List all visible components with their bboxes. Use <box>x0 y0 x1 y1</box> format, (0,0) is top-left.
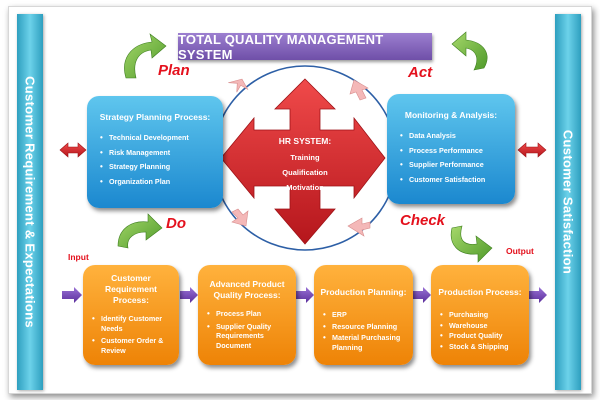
process-box-advanced-product-quality: Advanced Product Quality Process: Proces… <box>198 265 296 365</box>
pink-arrow-top-right <box>349 79 369 101</box>
hr-system-title: HR SYSTEM: <box>278 136 332 146</box>
process-item: Identify Customer Needs <box>91 314 175 333</box>
strategy-item: Organization Plan <box>99 177 223 187</box>
green-arrow-do <box>117 213 163 249</box>
hr-item: Qualification <box>282 168 328 177</box>
monitoring-analysis-box: Monitoring & Analysis: Data Analysis Pro… <box>387 94 515 204</box>
process-list: Purchasing Warehouse Product Quality Sto… <box>439 310 525 351</box>
flow-arrow-output <box>529 287 547 303</box>
green-arrow-check <box>450 225 493 263</box>
monitoring-item: Supplier Performance <box>399 160 515 170</box>
monitoring-item: Customer Satisfaction <box>399 175 515 185</box>
double-arrow-left <box>59 142 87 158</box>
strategy-item: Strategy Planning <box>99 162 223 172</box>
side-bar-left-label: Customer Requirement & Expectations <box>22 76 38 328</box>
process-item: Resource Planning <box>322 322 409 332</box>
monitoring-item: Process Performance <box>399 146 515 156</box>
process-title: Production Process: <box>438 287 522 297</box>
side-bar-customer-requirement: Customer Requirement & Expectations <box>17 14 43 390</box>
output-label: Output <box>506 246 534 256</box>
phase-check: Check <box>400 212 446 229</box>
strategy-planning-list: Technical Development Risk Management St… <box>99 133 223 186</box>
side-bar-customer-satisfaction: Customer Satisfaction <box>555 14 581 390</box>
flow-arrow-2 <box>296 287 314 303</box>
process-title: Customer Requirement Process: <box>105 273 157 305</box>
monitoring-analysis-title: Monitoring & Analysis: <box>404 110 498 120</box>
green-arrow-plan <box>124 33 167 79</box>
process-box-production-planning: Production Planning: ERP Resource Planni… <box>314 265 413 365</box>
process-list: Process Plan Supplier Quality Requiremen… <box>206 309 292 350</box>
phase-do: Do <box>166 215 186 232</box>
input-label: Input <box>68 252 89 262</box>
process-item: ERP <box>322 310 409 320</box>
pink-arrow-top-left <box>228 78 249 93</box>
hr-system: HR SYSTEM: Training Qualification Motiva… <box>238 136 372 195</box>
diagram-title: TOTAL QUALITY MANAGEMENT SYSTEM <box>178 32 432 62</box>
process-item: Stock & Shipping <box>439 342 525 352</box>
phase-act: Act <box>408 64 433 81</box>
monitoring-analysis-list: Data Analysis Process Performance Suppli… <box>399 131 515 184</box>
flow-arrow-input <box>62 287 82 303</box>
process-box-customer-requirement: Customer Requirement Process: Identify C… <box>83 265 179 365</box>
side-bar-right-label: Customer Satisfaction <box>560 129 576 275</box>
strategy-planning-box: Strategy Planning Process: Technical Dev… <box>87 96 223 208</box>
process-title: Advanced Product Quality Process: <box>209 279 285 300</box>
flow-arrow-1 <box>180 287 198 303</box>
phase-plan: Plan <box>158 62 190 79</box>
hr-cross-arrow <box>220 78 386 245</box>
hr-item: Training <box>290 153 320 162</box>
process-item: Process Plan <box>206 309 292 319</box>
process-item: Supplier Quality Requirements Document <box>206 322 292 351</box>
monitoring-item: Data Analysis <box>399 131 515 141</box>
pink-arrow-bottom-left <box>231 208 249 227</box>
process-item: Material Purchasing Planning <box>322 333 409 352</box>
strategy-planning-title: Strategy Planning Process: <box>99 112 211 122</box>
process-item: Purchasing <box>439 310 525 320</box>
strategy-item: Technical Development <box>99 133 223 143</box>
green-arrow-act <box>451 31 488 71</box>
strategy-item: Risk Management <box>99 148 223 158</box>
hr-item: Motivation <box>286 183 324 192</box>
flow-arrow-3 <box>413 287 431 303</box>
process-title: Production Planning: <box>320 287 407 297</box>
process-item: Customer Order & Review <box>91 336 175 355</box>
double-arrow-right <box>517 142 547 158</box>
process-list: Identify Customer Needs Customer Order &… <box>91 314 175 355</box>
process-box-production-process: Production Process: Purchasing Warehouse… <box>431 265 529 365</box>
process-list: ERP Resource Planning Material Purchasin… <box>322 310 409 352</box>
pink-arrow-bottom-right <box>347 217 371 237</box>
process-item: Warehouse <box>439 321 525 331</box>
process-item: Product Quality <box>439 331 525 341</box>
